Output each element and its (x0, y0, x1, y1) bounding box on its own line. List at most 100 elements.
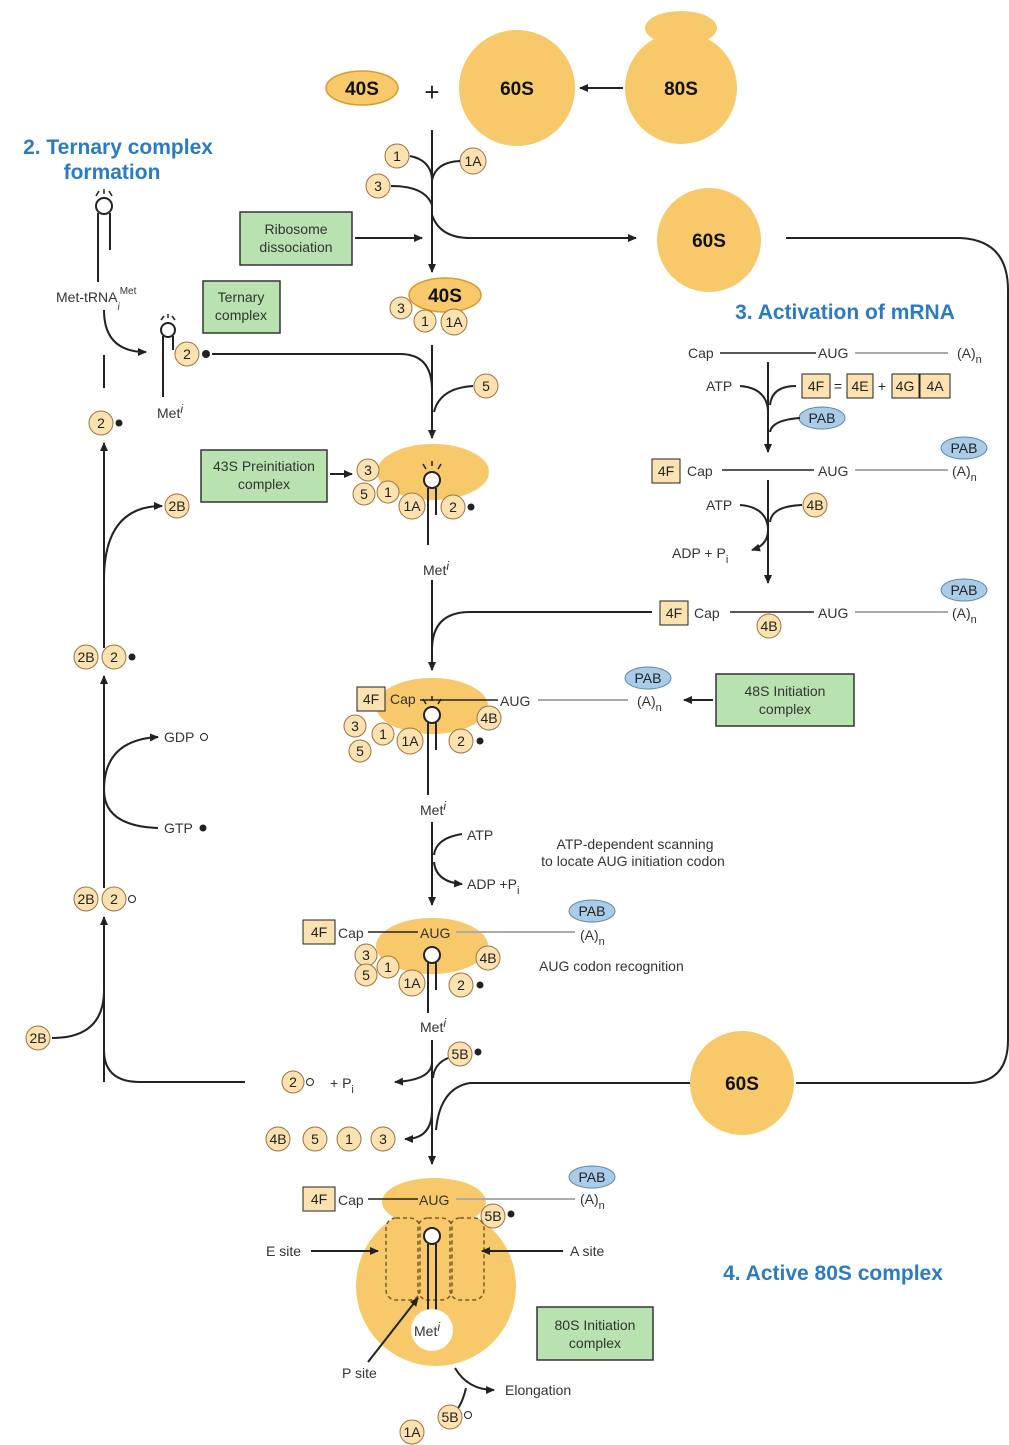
svg-text:40S: 40S (428, 286, 462, 307)
svg-text:Cap: Cap (688, 345, 714, 361)
svg-text:Meti: Meti (414, 1320, 440, 1339)
box-ribosome-dissociation: Ribosome dissociation (239, 211, 353, 266)
svg-text:1: 1 (421, 313, 429, 329)
factor-2-ternary: 2 (174, 341, 210, 367)
svg-text:complex: complex (759, 701, 811, 717)
box-48s-initiation: 48S Initiation complex (715, 673, 855, 727)
svg-text:2: 2 (97, 415, 105, 431)
svg-text:1: 1 (379, 726, 387, 742)
complex-aug-recognition: 4F Cap AUG 4B 3 1 5 1A 2 (302, 918, 575, 1013)
label-e-site: E site (266, 1243, 301, 1259)
label-p-site: P site (342, 1365, 377, 1381)
svg-text:AUG: AUG (420, 925, 450, 941)
return-loop-60s (786, 237, 1009, 1084)
svg-text:Cap: Cap (390, 691, 416, 707)
arrow-to-60s-right (431, 214, 637, 242)
svg-text:4F: 4F (363, 691, 379, 707)
svg-text:4F: 4F (311, 924, 327, 940)
svg-text:AUG: AUG (818, 463, 848, 479)
complex-2b-2-gtp: 2B 2 (73, 644, 136, 670)
svg-text:PAB: PAB (809, 410, 836, 426)
trna-icon-free (95, 189, 113, 282)
complex-2b-2-gdp: 2B 2 (73, 886, 136, 912)
svg-text:AUG: AUG (818, 345, 848, 361)
label-atp-2: ATP (706, 497, 732, 513)
svg-text:4F: 4F (658, 463, 674, 479)
svg-text:1A: 1A (403, 1424, 421, 1440)
factor-2-left: 2 (88, 410, 123, 436)
released-5b: 5B (437, 1404, 472, 1430)
label-a-site: A site (570, 1243, 604, 1259)
label-met-trna: Met-tRNAiMet (56, 286, 137, 313)
released-factor-2: 2 (281, 1070, 314, 1094)
svg-text:60S: 60S (500, 79, 534, 100)
label-atp-3: ATP (467, 827, 493, 843)
ribosome-60s-join: 60S (690, 1031, 794, 1135)
svg-text:60S: 60S (692, 231, 726, 252)
svg-text:5: 5 (356, 743, 364, 759)
label-adp-pi-1: ADP + Pi (672, 545, 728, 566)
complex-43s: 3 5 1 1A 2 (352, 444, 489, 545)
label-scanning-2: to locate AUG initiation codon (541, 853, 725, 869)
released-1a: 1A (399, 1419, 425, 1445)
svg-text:60S: 60S (725, 1074, 759, 1095)
svg-text:complex: complex (569, 1335, 621, 1351)
svg-text:+: + (878, 378, 886, 394)
pab-48s: PAB (A)n (624, 666, 672, 714)
complex-40s-factors: 40S 3 1 1A (389, 277, 482, 336)
svg-text:2B: 2B (77, 891, 94, 907)
pab-join: PAB (798, 406, 846, 430)
ribosome-80s-top: 80S (625, 11, 737, 144)
heading-ternary-line2: formation (64, 161, 161, 184)
svg-text:2: 2 (457, 733, 465, 749)
mrna-strand-2: 4F Cap AUG (A)n PAB (651, 436, 988, 484)
svg-text:Cap: Cap (694, 605, 720, 621)
released-factors-row: 4B 5 1 3 (265, 1126, 396, 1152)
svg-text:Ribosome: Ribosome (264, 221, 327, 237)
svg-text:43S Preinitiation: 43S Preinitiation (213, 458, 315, 474)
label-elongation: Elongation (505, 1382, 571, 1398)
svg-text:(A)n: (A)n (580, 1191, 605, 1212)
svg-text:3: 3 (397, 300, 405, 316)
svg-text:1A: 1A (403, 975, 421, 991)
complex-80s: 4F Cap AUG Meti 5B (302, 1178, 575, 1366)
box-ternary-complex: Ternary complex (202, 280, 281, 334)
svg-text:5: 5 (360, 486, 368, 502)
svg-text:2: 2 (289, 1074, 297, 1090)
svg-text:(A)n: (A)n (952, 463, 977, 484)
svg-text:2: 2 (110, 649, 118, 665)
svg-text:2B: 2B (77, 649, 94, 665)
mrna-strand-3: 4F Cap AUG (A)n PAB 4B (659, 578, 988, 639)
svg-text:4B: 4B (479, 950, 496, 966)
svg-text:PAB: PAB (579, 903, 606, 919)
svg-text:Ternary: Ternary (218, 289, 265, 305)
ribosome-60s-right: 60S (657, 188, 761, 292)
svg-text:4F: 4F (808, 378, 824, 394)
svg-text:5B: 5B (484, 1208, 501, 1224)
svg-text:5B: 5B (451, 1046, 468, 1062)
svg-text:80S Initiation: 80S Initiation (555, 1317, 636, 1333)
svg-text:3: 3 (351, 718, 359, 734)
label-plus-pi: + Pi (330, 1075, 354, 1096)
factor-2b-bottom: 2B (25, 1025, 51, 1051)
factor-5-join: 5 (473, 373, 499, 399)
svg-text:PAB: PAB (635, 670, 662, 686)
svg-text:complex: complex (238, 476, 290, 492)
svg-text:(A)n: (A)n (637, 693, 662, 714)
svg-text:2: 2 (449, 499, 457, 515)
svg-text:(A)n: (A)n (957, 345, 982, 366)
label-met-i-43s: Meti (423, 559, 449, 578)
svg-text:5: 5 (482, 378, 490, 394)
svg-text:complex: complex (215, 307, 267, 323)
svg-text:80S: 80S (664, 79, 698, 100)
svg-text:2B: 2B (168, 498, 185, 514)
label-scanning-1: ATP-dependent scanning (557, 836, 714, 852)
arrow-elongation (454, 1367, 495, 1394)
svg-text:3: 3 (379, 1131, 387, 1147)
svg-text:2: 2 (457, 977, 465, 993)
svg-text:1A: 1A (401, 733, 419, 749)
svg-text:4B: 4B (480, 710, 497, 726)
svg-text:(A)n: (A)n (580, 927, 605, 948)
complex-48s: 4F Cap AUG 4B 3 1 5 1A 2 (343, 678, 628, 795)
